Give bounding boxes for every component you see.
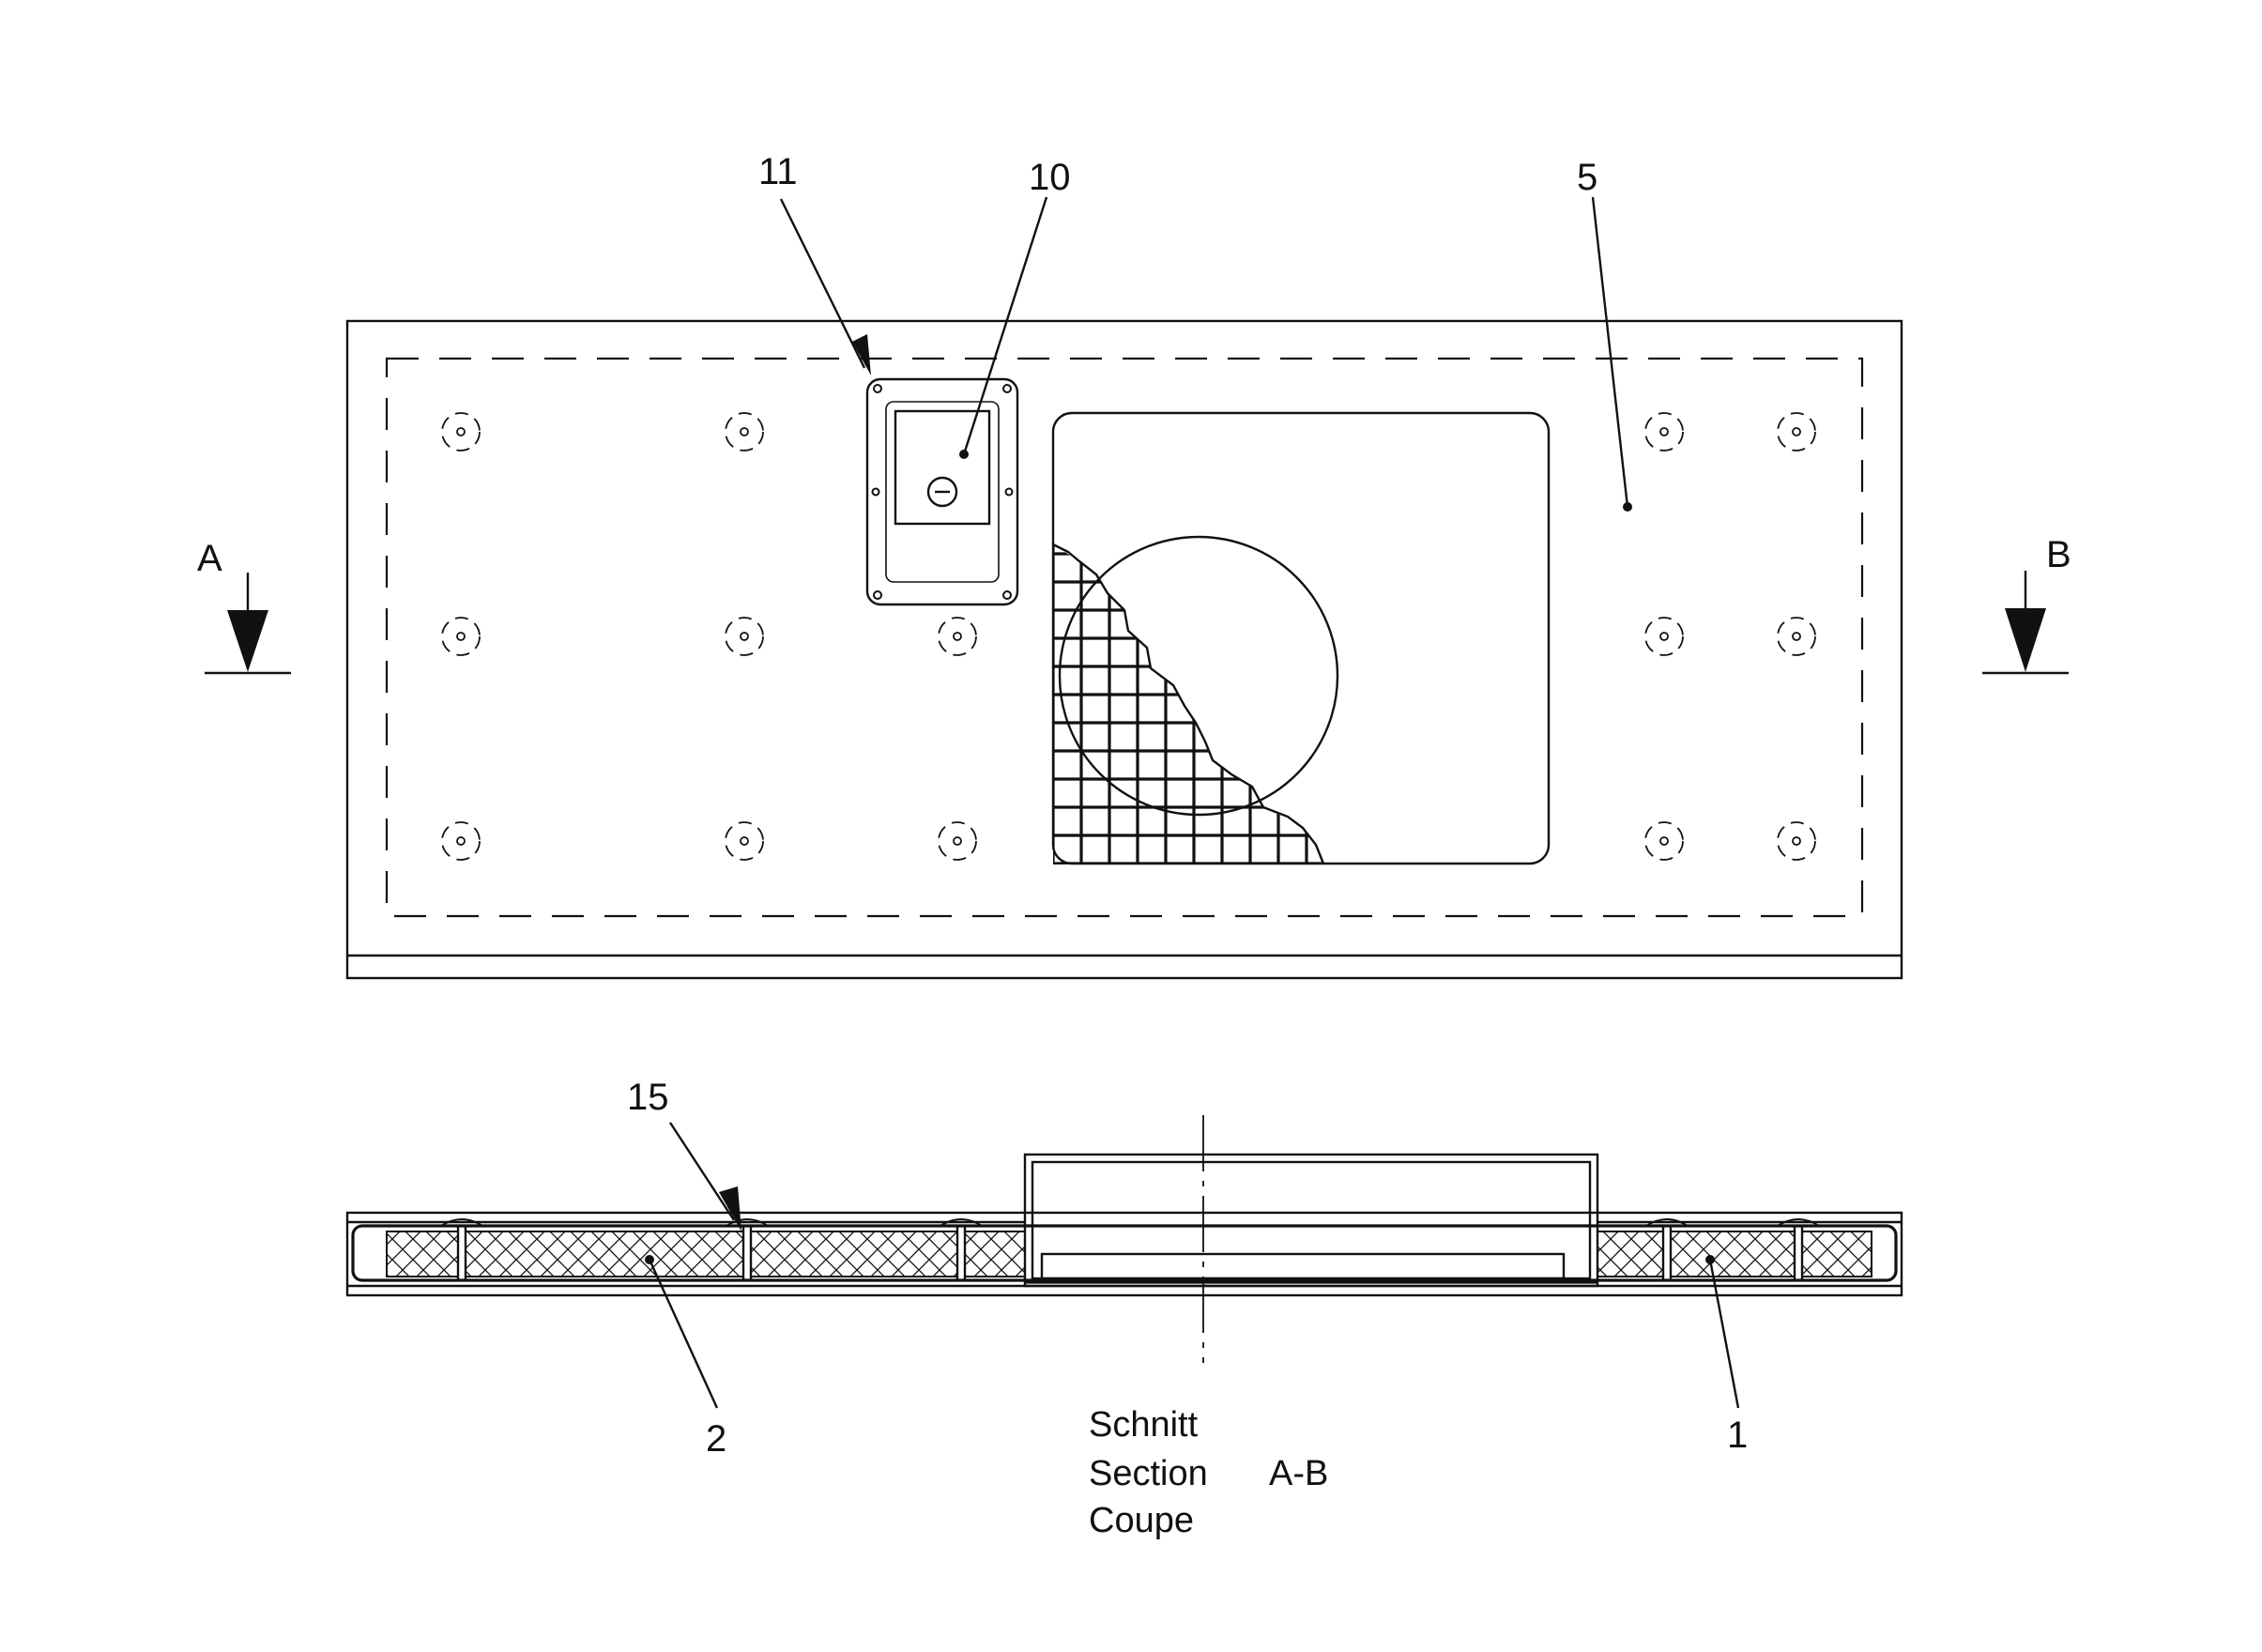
caption-designation: A-B <box>1269 1454 1328 1493</box>
fastener-mark <box>1777 821 1816 861</box>
insulation-hatch <box>386 1218 1872 1280</box>
section-letter-b: B <box>2046 534 2071 575</box>
label-11: 11 <box>758 151 798 192</box>
leaders-top <box>779 196 1629 508</box>
section-letter-a: A <box>197 538 222 579</box>
top-view-outline <box>345 319 1903 980</box>
fastener-mark <box>1644 821 1684 861</box>
fastener-mark <box>1777 617 1816 656</box>
label-2: 2 <box>706 1418 726 1460</box>
caption-coupe: Coupe <box>1089 1501 1194 1540</box>
fastener-mark <box>1777 412 1816 451</box>
label-15: 15 <box>627 1077 669 1118</box>
insulation-segment <box>1801 1231 1872 1277</box>
fastener-mark <box>441 617 481 656</box>
fan-circle <box>1058 535 1339 817</box>
insulation-segment <box>1597 1231 1664 1277</box>
insulation-segment <box>386 1231 459 1277</box>
insulation-segment <box>1670 1231 1796 1277</box>
fastener-mark <box>725 821 764 861</box>
section-view <box>345 1115 1903 1363</box>
section-marker-a <box>205 573 291 675</box>
hidden-frame-dashed <box>385 357 1864 918</box>
post-cap <box>1645 1218 1689 1227</box>
top-view <box>345 319 1903 980</box>
caption-schnitt: Schnitt <box>1089 1405 1199 1445</box>
insulation-segment <box>465 1231 744 1277</box>
fastener-mark <box>725 412 764 451</box>
post-cap <box>940 1218 983 1227</box>
label-5: 5 <box>1577 157 1597 198</box>
label-10: 10 <box>1029 157 1071 198</box>
housing <box>1023 1153 1599 1288</box>
insulation-segment <box>750 1231 958 1277</box>
fastener-mark <box>1644 617 1684 656</box>
post-cap <box>1777 1218 1820 1227</box>
fastener-mark <box>441 412 481 451</box>
fastener-mark <box>725 617 764 656</box>
arrowhead-15 <box>719 1186 741 1231</box>
grid-mesh <box>1053 544 1323 864</box>
fastener-mark <box>938 617 977 656</box>
arrowhead-11 <box>852 334 871 375</box>
fastener-mark <box>1644 412 1684 451</box>
post-cap <box>726 1218 769 1227</box>
caption-section: Section <box>1089 1454 1208 1493</box>
post-cap <box>440 1218 483 1227</box>
section-marker-b <box>1982 571 2069 675</box>
fastener-marks <box>441 412 1816 861</box>
leaders-section <box>645 1122 1740 1409</box>
fastener-mark <box>938 821 977 861</box>
lock-plate <box>865 377 1019 606</box>
fastener-mark <box>441 821 481 861</box>
label-1: 1 <box>1727 1415 1748 1456</box>
break-line <box>1052 543 1325 864</box>
insulation-segment <box>964 1231 1026 1277</box>
ventilation-opening <box>1051 411 1551 865</box>
